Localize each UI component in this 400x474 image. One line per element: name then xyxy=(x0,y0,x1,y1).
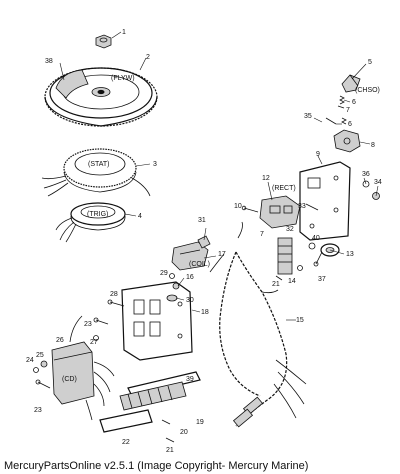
part-31-spark-plug-boot[interactable] xyxy=(197,235,211,249)
callout-32: 32 xyxy=(286,226,294,233)
callout-38: 38 xyxy=(45,58,53,65)
part-10-screw[interactable] xyxy=(241,205,259,213)
part-5-choke-solenoid[interactable] xyxy=(341,74,361,93)
callout-31: 31 xyxy=(198,217,206,224)
part-23-cd-screw[interactable] xyxy=(35,379,51,389)
tag-cd-module: (CD) xyxy=(62,376,77,383)
part-21-screw-lower[interactable] xyxy=(165,437,175,443)
callout-7-mid: 7 xyxy=(260,231,264,238)
callout-17: 17 xyxy=(218,251,226,258)
part-17-ignition-coil[interactable] xyxy=(171,241,209,271)
tag-coil: (COIL) xyxy=(189,261,210,268)
callout-5: 5 xyxy=(368,59,372,66)
callout-23-upper: 23 xyxy=(84,321,92,328)
part-14-grommet[interactable] xyxy=(297,265,303,271)
callout-16: 16 xyxy=(186,274,194,281)
callout-3: 3 xyxy=(153,161,157,168)
callout-39: 39 xyxy=(186,376,194,383)
callout-27: 27 xyxy=(90,339,98,346)
callout-10: 10 xyxy=(234,203,242,210)
callout-6-lower: 6 xyxy=(348,121,352,128)
part-19-terminal-block[interactable] xyxy=(119,381,187,411)
part-33-screw[interactable] xyxy=(305,203,319,211)
exploded-parts-diagram: 1 2 38 3 4 5 6 7 35 6 8 9 12 36 34 33 10… xyxy=(26,29,382,454)
part-4-trigger[interactable] xyxy=(55,202,126,243)
callout-21-lower: 21 xyxy=(166,447,174,454)
part-2-flywheel[interactable] xyxy=(44,67,158,127)
part-9-mounting-plate[interactable] xyxy=(299,161,351,241)
part-8-choke-bracket[interactable] xyxy=(333,129,361,153)
part-38-flywheel-cover[interactable] xyxy=(55,69,89,99)
tag-choke-solenoid: (CHSO) xyxy=(355,87,380,94)
tag-rectifier: (RECT) xyxy=(272,185,296,192)
callout-20: 20 xyxy=(180,429,188,436)
callout-35: 35 xyxy=(304,113,312,120)
callout-9: 9 xyxy=(316,151,320,158)
part-25-cd-nut[interactable] xyxy=(40,360,48,368)
callout-1: 1 xyxy=(122,29,126,36)
part-24-cd-washer[interactable] xyxy=(33,367,39,373)
callout-24: 24 xyxy=(26,357,34,364)
callout-25: 25 xyxy=(36,352,44,359)
copyright-footer: MercuryPartsOnline v2.5.1 (Image Copyrig… xyxy=(4,460,309,472)
part-21-screw-upper[interactable] xyxy=(275,275,283,281)
callout-19: 19 xyxy=(196,419,204,426)
part-27-cd-grommet[interactable] xyxy=(93,335,99,341)
part-16-coil-washer[interactable] xyxy=(172,282,180,290)
callout-34: 34 xyxy=(374,179,382,186)
callout-6: 6 xyxy=(352,99,356,106)
part-6-spring[interactable] xyxy=(339,95,347,125)
part-22-terminal-cover[interactable] xyxy=(99,409,153,433)
callout-labels: 1 2 38 3 4 5 6 7 35 6 8 9 12 36 34 33 10… xyxy=(26,29,382,454)
callout-23-lower: 23 xyxy=(34,407,42,414)
callout-12: 12 xyxy=(262,175,270,182)
callout-14: 14 xyxy=(288,278,296,285)
part-35-plunger[interactable] xyxy=(325,117,337,125)
part-37-screw[interactable] xyxy=(313,251,323,267)
callout-15: 15 xyxy=(296,317,304,324)
part-40-washer[interactable] xyxy=(308,242,316,250)
part-20-screw[interactable] xyxy=(161,419,171,425)
callout-22: 22 xyxy=(122,439,130,446)
callout-33: 33 xyxy=(298,203,306,210)
part-26-cd-module[interactable] xyxy=(51,315,115,421)
part-30-coil-nut[interactable] xyxy=(166,294,178,302)
callout-30: 30 xyxy=(186,297,194,304)
part-28-bracket-screw[interactable] xyxy=(107,299,125,307)
tag-stator: (STAT) xyxy=(88,161,110,168)
callout-13: 13 xyxy=(346,251,354,258)
callout-18: 18 xyxy=(201,309,209,316)
part-12-rectifier[interactable] xyxy=(259,195,301,229)
part-18-electrical-bracket[interactable] xyxy=(121,281,193,361)
callout-37: 37 xyxy=(318,276,326,283)
callout-21-upper: 21 xyxy=(272,281,280,288)
leader-lines xyxy=(59,31,379,321)
tag-trigger: (TRIG) xyxy=(87,211,108,218)
callout-7: 7 xyxy=(346,107,350,114)
part-3-stator[interactable] xyxy=(41,148,151,197)
callout-4: 4 xyxy=(138,213,142,220)
part-7-pin[interactable] xyxy=(337,105,345,109)
callout-8: 8 xyxy=(371,142,375,149)
tag-flywheel: (FLYW) xyxy=(111,75,135,82)
callout-28: 28 xyxy=(110,291,118,298)
callout-2: 2 xyxy=(146,54,150,61)
callout-29: 29 xyxy=(160,270,168,277)
part-1-flywheel-nut[interactable] xyxy=(95,34,112,49)
callout-36: 36 xyxy=(362,171,370,178)
part-15-wiring-harness[interactable] xyxy=(209,221,307,428)
part-29-coil-bolt[interactable] xyxy=(169,273,175,279)
part-36-washer[interactable] xyxy=(362,180,370,188)
part-23-bracket-screw[interactable] xyxy=(93,317,109,325)
callout-40: 40 xyxy=(312,235,320,242)
part-tags: (FLYW) (STAT) (TRIG) (CHSO) (RECT) (COIL… xyxy=(62,75,380,383)
callout-26: 26 xyxy=(56,337,64,344)
part-32-terminal-block[interactable] xyxy=(277,237,293,275)
